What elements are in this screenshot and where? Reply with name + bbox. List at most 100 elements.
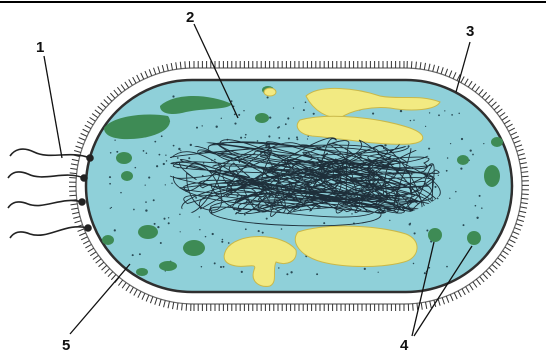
ribosome-dot: [434, 186, 436, 188]
basal-body-4: [85, 225, 91, 231]
ribosome-dot: [288, 138, 290, 140]
label-1: 1: [36, 39, 44, 56]
ribosome-dot: [444, 110, 445, 111]
ribosome-dot: [243, 110, 244, 111]
cilium: [520, 163, 527, 164]
label-5: 5: [62, 337, 70, 354]
cilium: [168, 301, 169, 308]
inclusion-green-10: [136, 268, 148, 276]
ribosome-dot: [221, 118, 222, 119]
ribosome-dot: [199, 229, 200, 230]
inclusion-yellow-small: [264, 88, 276, 96]
ribosome-dot: [409, 223, 411, 225]
ribosome-dot: [196, 127, 198, 129]
cilium: [85, 125, 91, 128]
ribosome-dot: [438, 114, 440, 116]
ribosome-dot: [154, 223, 156, 225]
ribosome-dot: [165, 155, 166, 156]
cilium: [182, 303, 183, 310]
cilium: [442, 298, 444, 305]
inclusion-green-13: [491, 137, 503, 147]
cilium: [87, 121, 93, 125]
ribosome-dot: [172, 95, 174, 97]
ribosome-dot: [195, 197, 197, 199]
cilium: [79, 233, 85, 236]
cilium: [517, 220, 524, 222]
ribosome-dot: [296, 136, 298, 138]
flagellum-4: [10, 227, 88, 238]
cilium: [72, 159, 79, 160]
ribosome-dot: [475, 205, 477, 207]
ribosome-dot: [234, 123, 236, 125]
flagella: [8, 149, 93, 238]
cilium: [125, 82, 129, 88]
cilium: [514, 228, 521, 230]
ribosome-dot: [323, 222, 325, 224]
cilium: [70, 168, 77, 169]
ribosome-dot: [139, 253, 141, 255]
ribosome-dot: [160, 242, 162, 244]
ribosome-dot: [481, 207, 483, 209]
ribosome-dot: [278, 137, 280, 139]
cilium: [162, 65, 164, 72]
cilium: [479, 89, 483, 94]
ribosome-dot: [372, 113, 374, 115]
ribosome-dot: [429, 112, 430, 113]
cilium: [476, 279, 480, 285]
cilium: [522, 176, 529, 177]
cilium: [81, 133, 87, 136]
ribosome-dot: [237, 195, 239, 197]
cilium: [83, 129, 89, 132]
cilium: [167, 64, 169, 71]
ribosome-dot: [450, 143, 451, 144]
cilium: [518, 154, 525, 156]
cilium: [509, 128, 515, 131]
ribosome-dot: [463, 224, 465, 226]
ribosome-dot: [414, 232, 416, 234]
inclusion-green-4b: [467, 231, 481, 245]
ribosome-dot: [269, 116, 271, 118]
cilium: [473, 282, 477, 288]
inclusion-green-5: [121, 171, 133, 181]
ribosome-dot: [428, 148, 430, 150]
cilium: [185, 61, 186, 68]
ribosome-dot: [159, 154, 161, 156]
cilium: [429, 64, 430, 71]
ribosome-dot: [461, 138, 463, 140]
ribosome-dot: [173, 145, 175, 147]
inclusion-green-2: [255, 113, 269, 123]
ribosome-dot: [223, 266, 225, 268]
cilium: [486, 271, 491, 276]
cilium: [110, 93, 115, 98]
cilium: [155, 298, 157, 305]
cilium: [150, 297, 152, 304]
ribosome-dot: [202, 125, 203, 126]
cilium: [90, 117, 96, 121]
cilium: [494, 105, 499, 110]
ribosome-dot: [110, 208, 111, 209]
ribosome-dot: [244, 137, 246, 139]
cilium: [111, 275, 116, 280]
ribosome-dot: [163, 218, 165, 220]
cilium: [475, 86, 479, 92]
ribosome-dot: [114, 140, 115, 141]
ribosome-dot: [163, 163, 165, 165]
cilium: [420, 62, 421, 69]
ribosome-dot: [262, 232, 264, 234]
cilium: [75, 221, 82, 223]
ribosome-dot: [220, 266, 222, 268]
ribosome-dot: [384, 144, 386, 146]
cilium: [506, 124, 512, 127]
label-3: 3: [466, 23, 474, 40]
inclusion-green-8: [183, 240, 205, 256]
ribosome-dot: [408, 145, 410, 147]
cilium: [469, 284, 473, 290]
inclusion-green-12: [484, 165, 500, 187]
ribosome-dot: [214, 262, 216, 264]
ribosome-dot: [293, 107, 294, 108]
cilium: [107, 96, 112, 101]
cilium: [79, 138, 85, 141]
ribosome-dot: [216, 126, 218, 128]
ribosome-dot: [266, 218, 268, 220]
cilium: [70, 173, 77, 174]
